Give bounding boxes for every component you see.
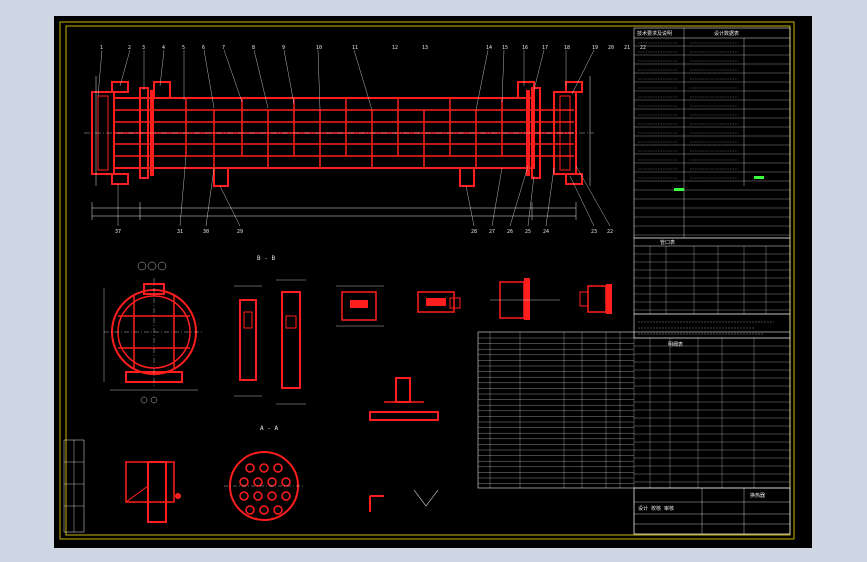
balloon-top-17: 17 xyxy=(542,45,548,51)
balloon-bottom-30: 30 xyxy=(203,229,209,235)
balloon-top-15: 15 xyxy=(502,45,508,51)
balloon-bottom-24: 24 xyxy=(543,229,549,235)
parts-list xyxy=(477,331,791,489)
weld-detail xyxy=(369,489,439,512)
highlight-mark-2 xyxy=(754,176,764,179)
balloon-top-6: 6 xyxy=(202,45,205,51)
detail-view-2 xyxy=(417,291,461,313)
balloon-top-18: 18 xyxy=(564,45,570,51)
flange-detail xyxy=(124,461,181,523)
signature-title: 换热器 xyxy=(750,492,765,499)
balloon-top-3: 3 xyxy=(142,45,145,51)
parts-list-title: 明细表 xyxy=(668,341,683,348)
section-b-b-view xyxy=(234,279,306,405)
nozzle-detail xyxy=(369,377,439,421)
nozzle-table xyxy=(633,237,791,315)
balloon-top-12: 12 xyxy=(392,45,398,51)
section-label-a-a: A - A xyxy=(260,425,278,432)
balloon-top-8: 8 xyxy=(252,45,255,51)
balloon-top-13: 13 xyxy=(422,45,428,51)
balloon-top-4: 4 xyxy=(162,45,165,51)
balloon-bottom-37: 37 xyxy=(115,229,121,235)
balloon-top-10: 10 xyxy=(316,45,322,51)
title-block-header-right: 设计数据表 xyxy=(714,30,739,37)
nozzle-table-title: 管口表 xyxy=(660,239,675,246)
balloon-bottom-25: 25 xyxy=(525,229,531,235)
balloon-top-2: 2 xyxy=(128,45,131,51)
balloon-top-16: 16 xyxy=(522,45,528,51)
highlight-mark xyxy=(674,188,684,191)
balloon-bottom-29: 29 xyxy=(237,229,243,235)
balloon-top-14: 14 xyxy=(486,45,492,51)
notes-block xyxy=(633,313,791,339)
balloon-top-19: 19 xyxy=(592,45,598,51)
balloon-bottom-28: 28 xyxy=(471,229,477,235)
balloon-bottom-23: 23 xyxy=(591,229,597,235)
balloon-bottom-27: 27 xyxy=(489,229,495,235)
balloon-top-9: 9 xyxy=(282,45,285,51)
detail-view-1 xyxy=(336,285,384,327)
inner-frame xyxy=(65,25,791,536)
main-elevation-view xyxy=(84,49,611,227)
balloon-top-22: 22 xyxy=(640,45,646,51)
balloon-top-5: 5 xyxy=(182,45,185,51)
revision-stamp xyxy=(63,439,85,533)
detail-view-4 xyxy=(579,284,612,314)
outer-frame xyxy=(59,21,795,540)
balloon-top-7: 7 xyxy=(222,45,225,51)
section-label-b-b: B - B xyxy=(257,255,275,262)
signature-block xyxy=(633,487,791,535)
stamp-text: 设计 校核 审核 xyxy=(638,505,674,512)
title-block-header-left: 技术要求及说明 xyxy=(637,30,672,37)
balloon-bottom-31: 31 xyxy=(177,229,183,235)
balloon-bottom-22: 22 xyxy=(607,229,613,235)
data-block xyxy=(633,27,791,239)
balloon-top-21: 21 xyxy=(624,45,630,51)
end-view-shell xyxy=(103,261,204,404)
balloon-bottom-26: 26 xyxy=(507,229,513,235)
balloon-top-11: 11 xyxy=(352,45,358,51)
detail-view-3 xyxy=(490,278,560,320)
part-balloons-bottom: 37 31 30 29 28 27 26 25 24 23 22 xyxy=(115,229,613,235)
balloon-top-20: 20 xyxy=(608,45,614,51)
tubesheet-section-a-a xyxy=(224,451,304,521)
balloon-top-1: 1 xyxy=(100,45,103,51)
